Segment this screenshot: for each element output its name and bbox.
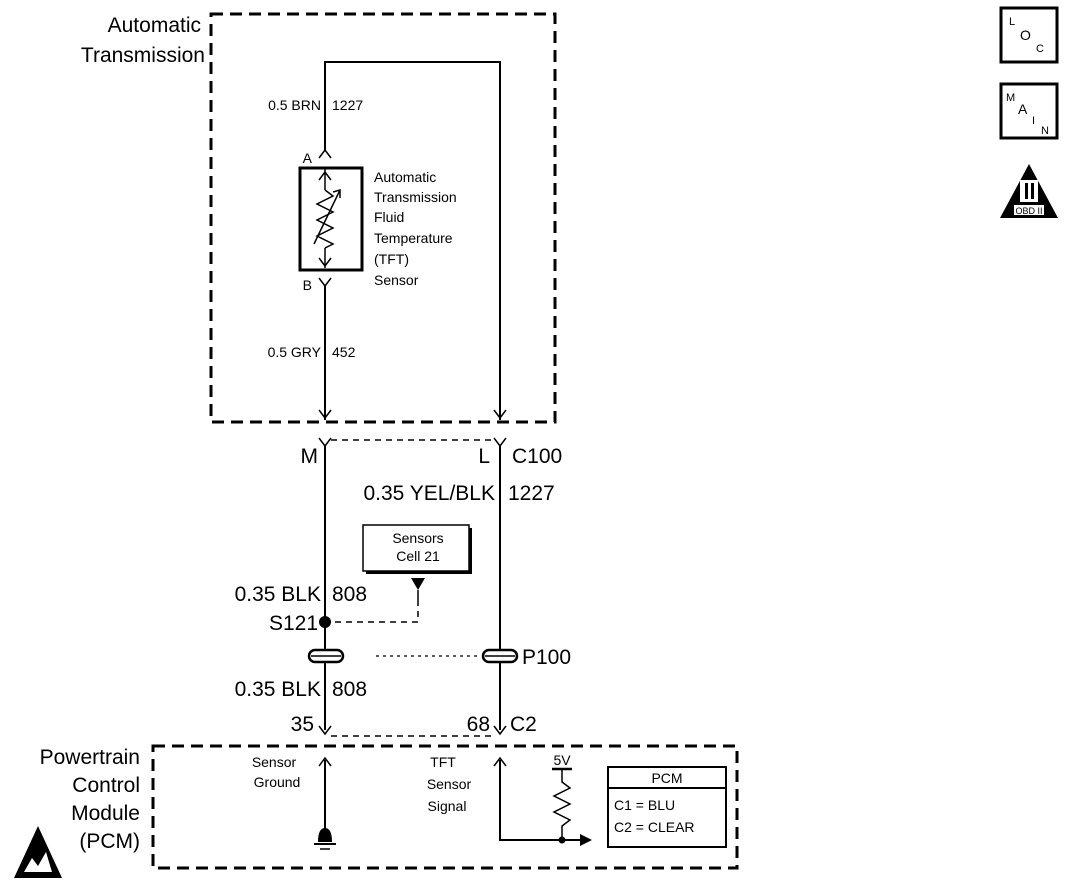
tft-signal-arrow-right: [580, 834, 592, 846]
svg-text:OBD II: OBD II: [1015, 206, 1042, 216]
svg-text:C: C: [1036, 43, 1044, 55]
tft-sensor-label-6: Sensor: [374, 272, 419, 288]
tft-sensor-arrow-bottom: [318, 257, 332, 268]
esd-warning-icon: [14, 826, 62, 878]
thermistor-variable-arrow: [313, 189, 341, 245]
p100-label: P100: [522, 646, 571, 669]
cell-ref-arrow: [411, 578, 425, 590]
pcm-legend-c1: C1 = BLU: [614, 797, 675, 813]
sensor-ground-label-1: Sensor: [252, 754, 297, 770]
splice-dashed-link: [335, 604, 419, 623]
tft-signal-label-3: Signal: [428, 798, 467, 814]
thermistor-resistor: [315, 189, 335, 249]
pcm-title-2: Control: [72, 774, 140, 797]
transmission-title-line2: Transmission: [81, 44, 205, 67]
wire-yel-blk-label: 0.35 YEL/BLK: [363, 482, 495, 505]
obd-ii-warning-icon: OBD II: [1000, 164, 1058, 218]
tft-sensor-label-5: (TFT): [374, 251, 409, 267]
tft-sensor-box: [298, 166, 364, 272]
ground-symbol-icon: [314, 828, 336, 850]
svg-text:O: O: [1020, 27, 1031, 43]
voltage-5v-label: 5V: [553, 752, 571, 768]
tft-sensor-label-4: Temperature: [374, 230, 453, 246]
sensor-ground-arrow: [318, 756, 332, 767]
c2-pin-68-label: 68: [467, 713, 490, 736]
wire-blk-upper-label: 0.35 BLK: [235, 583, 321, 606]
pullup-resistor: [552, 769, 572, 840]
wire-yel-blk-circuit: 1227: [508, 482, 555, 505]
svg-text:A: A: [1018, 101, 1028, 117]
transmission-title-line1: Automatic: [108, 14, 201, 37]
wire-blk-upper-circuit: 808: [332, 583, 367, 606]
splice-s121-dot: [319, 616, 331, 628]
tft-signal-label-2: Sensor: [427, 776, 472, 792]
sensor-ground-label-2: Ground: [254, 774, 301, 790]
wire-brn-circuit: 1227: [332, 97, 363, 113]
pcm-title-1: Powertrain: [40, 746, 140, 769]
tft-sensor-label-1: Automatic: [374, 169, 436, 185]
c100-pin-m-label: M: [301, 445, 319, 468]
svg-text:I: I: [1032, 115, 1035, 127]
wire-blk-lower-circuit: 808: [332, 678, 367, 701]
c2-label: C2: [510, 713, 537, 736]
tft-sensor-label-2: Transmission: [374, 189, 457, 205]
tft-sensor-arrow-top: [318, 170, 332, 181]
wire-brn-1227: [324, 61, 501, 420]
c100-pin-l-label: L: [478, 445, 490, 468]
splice-s121-label: S121: [269, 612, 318, 635]
pcm-title-3: Module: [71, 802, 140, 825]
pcm-title-4: (PCM): [79, 830, 140, 853]
pcm-legend-title: PCM: [651, 770, 682, 786]
wire-brn-label: 0.5 BRN: [268, 97, 321, 113]
c100-label: C100: [512, 445, 562, 468]
c100-pin-m: [318, 437, 332, 448]
wire-blk-lower-label: 0.35 BLK: [235, 678, 321, 701]
main-icon: M A I N: [999, 82, 1059, 140]
arrow-l-down: [493, 409, 507, 420]
pcm-boundary: [151, 744, 739, 870]
terminal-b-connector: [318, 277, 332, 288]
cell-ref-box: [362, 524, 470, 572]
terminal-b-label: B: [303, 277, 312, 293]
arrow-m-down: [318, 409, 332, 420]
cell-ref-line2: Cell 21: [396, 548, 440, 564]
tft-sensor-label-3: Fluid: [374, 209, 404, 225]
svg-text:N: N: [1041, 125, 1049, 137]
transmission-boundary: [209, 12, 557, 424]
pullup-junction-dot: [558, 836, 566, 844]
c2-pin-68: [493, 725, 507, 736]
terminal-a-label: A: [303, 150, 313, 166]
tft-signal-label-1: TFT: [430, 754, 456, 770]
tft-signal-wire: [499, 760, 590, 841]
loc-icon: L O C: [999, 6, 1059, 64]
tft-signal-arrow-up: [493, 756, 507, 767]
svg-text:L: L: [1009, 16, 1015, 28]
pcm-legend-box: [607, 766, 727, 848]
c2-pin-35: [318, 725, 332, 736]
c100-pin-l: [493, 437, 507, 448]
svg-text:M: M: [1006, 92, 1015, 104]
wire-gry-label: 0.5 GRY: [268, 344, 322, 360]
terminal-a-connector: [318, 148, 332, 159]
c2-pin-35-label: 35: [291, 713, 314, 736]
pcm-legend-c2: C2 = CLEAR: [614, 819, 695, 835]
cell-ref-line1: Sensors: [392, 530, 443, 546]
wire-gry-circuit: 452: [332, 344, 356, 360]
